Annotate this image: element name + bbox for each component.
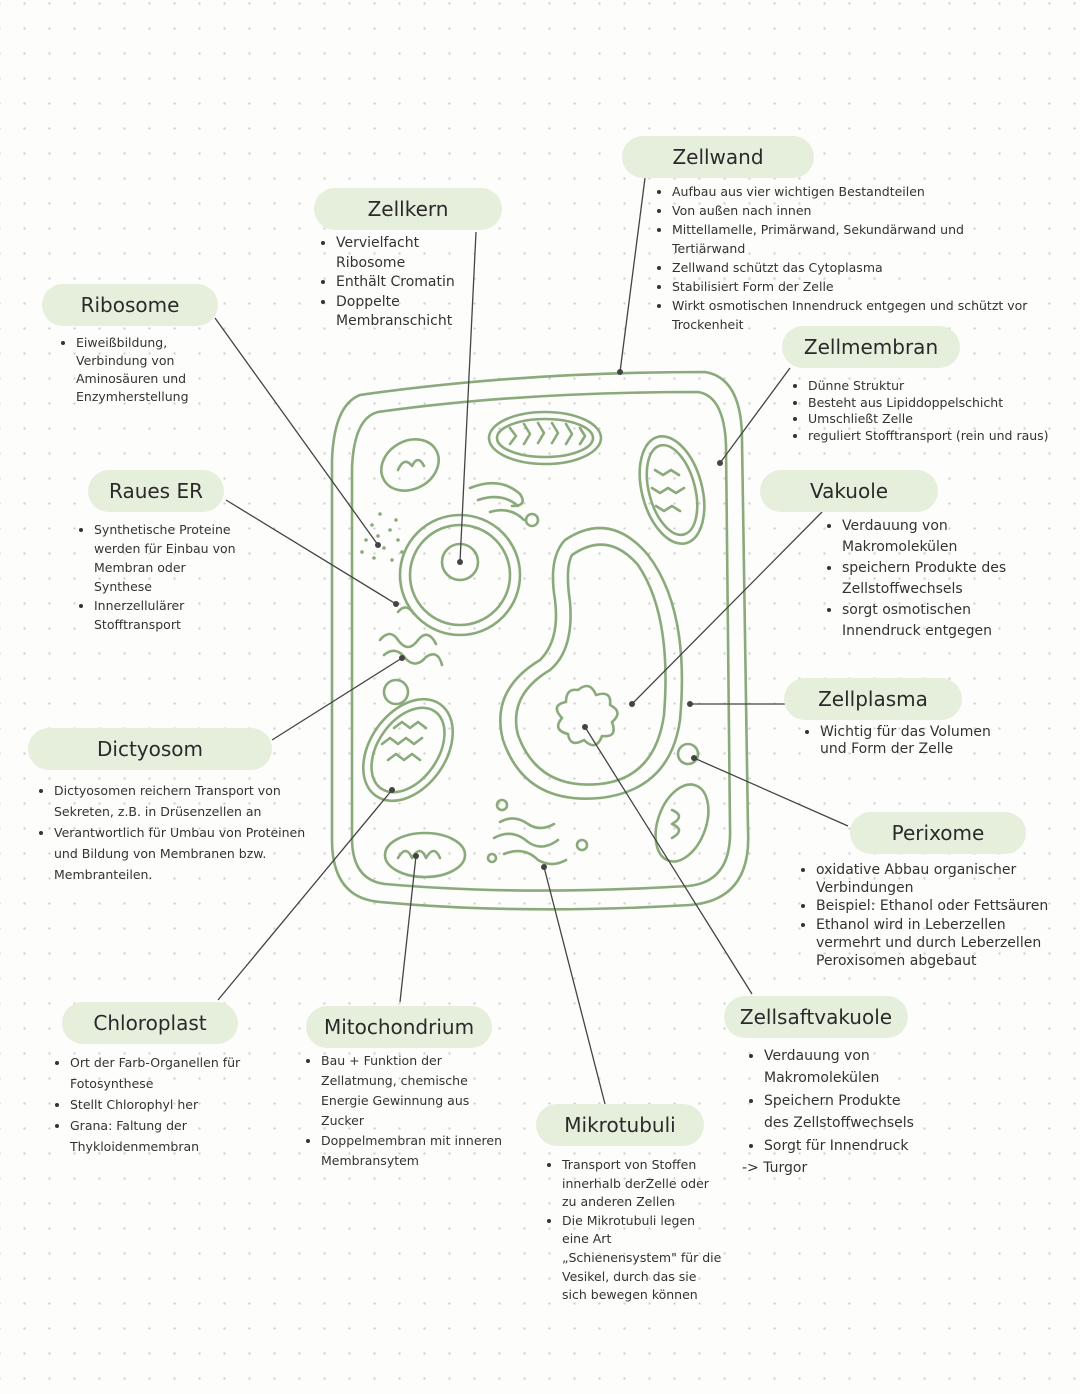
desc-item: Enthält Cromatin: [336, 273, 478, 293]
label-chloroplast: Chloroplast: [62, 1002, 238, 1044]
desc-item: reguliert Stofftransport (rein und raus): [808, 428, 1070, 445]
desc-item: Stabilisiert Form der Zelle: [672, 277, 1039, 296]
turgor-note: -> Turgor: [742, 1160, 808, 1177]
label-zellplasma: Zellplasma: [784, 678, 962, 720]
desc-item: Dictyosomen reichern Transport von Sekre…: [54, 780, 316, 822]
desc-item: Verantwortlich für Umbau von Proteinen u…: [54, 822, 316, 885]
desc-chloroplast: Ort der Farb-Organellen für Fotosynthese…: [52, 1052, 242, 1157]
desc-item: Grana: Faltung der Thykloidenmembran: [70, 1115, 242, 1157]
desc-item: Bau + Funktion der Zellatmung, chemische…: [321, 1051, 513, 1131]
desc-item: Verdauung von Makromolekülen: [764, 1045, 926, 1090]
label-ribosome: Ribosome: [42, 284, 218, 326]
desc-perixome: oxidative Abbau organischer Verbindungen…: [798, 861, 1060, 970]
desc-item: Synthetische Proteine werden für Einbau …: [94, 520, 246, 596]
desc-item: Wichtig für das Volumen und Form der Zel…: [820, 724, 1002, 758]
desc-item: Doppelte Membranschicht: [336, 293, 478, 332]
desc-item: Von außen nach innen: [672, 201, 1039, 220]
desc-mitochondrium: Bau + Funktion der Zellatmung, chemische…: [303, 1051, 513, 1171]
desc-item: sorgt osmotischen Innendruck entgegen: [842, 600, 1024, 642]
desc-mikrotubuli: Transport von Stoffen innerhalb derZelle…: [544, 1156, 724, 1305]
desc-item: oxidative Abbau organischer Verbindungen: [816, 861, 1060, 897]
label-dictyosom: Dictyosom: [28, 728, 272, 770]
desc-item: speichern Produkte des Zellstoffwechsels: [842, 558, 1024, 600]
vacuole-outline: [499, 526, 684, 800]
desc-item: Wirkt osmotischen Innendruck entgegen un…: [672, 296, 1039, 334]
desc-dictyosom: Dictyosomen reichern Transport von Sekre…: [36, 780, 316, 885]
desc-item: Ort der Farb-Organellen für Fotosynthese: [70, 1052, 242, 1094]
label-zellmembran: Zellmembran: [782, 326, 960, 368]
cell-membrane-outline: [350, 390, 732, 892]
desc-item: Umschließt Zelle: [808, 411, 1070, 428]
desc-item: Verdauung von Makromolekülen: [842, 516, 1024, 558]
label-zellkern: Zellkern: [314, 188, 502, 230]
desc-zellmembran: Dünne Struktur Besteht aus Lipiddoppelsc…: [790, 378, 1070, 444]
desc-item: Aufbau aus vier wichtigen Bestandteilen: [672, 182, 1039, 201]
label-zellsaftvakuole: Zellsaftvakuole: [724, 996, 908, 1038]
desc-item: Zellwand schützt das Cytoplasma: [672, 258, 1039, 277]
label-perixome: Perixome: [850, 812, 1026, 854]
label-mitochondrium: Mitochondrium: [306, 1006, 492, 1048]
desc-item: Mittellamelle, Primärwand, Sekundärwand …: [672, 220, 1039, 258]
desc-item: Beispiel: Ethanol oder Fettsäuren: [816, 897, 1060, 915]
desc-raues-er: Synthetische Proteine werden für Einbau …: [76, 520, 246, 634]
vacuole-star: [555, 684, 619, 747]
desc-item: Stellt Chlorophyl her: [70, 1094, 242, 1115]
desc-item: Dünne Struktur: [808, 378, 1070, 395]
desc-item: Speichern Produkte des Zellstoffwechsels: [764, 1090, 926, 1135]
label-mikrotubuli: Mikrotubuli: [536, 1104, 704, 1146]
desc-zellplasma: Wichtig für das Volumen und Form der Zel…: [802, 724, 1002, 758]
desc-item: Vervielfacht Ribosome: [336, 234, 478, 273]
desc-item: Sorgt für Innendruck: [764, 1135, 926, 1157]
desc-item: Eiweißbildung, Verbindung von Aminosäure…: [76, 334, 208, 406]
label-zellwand: Zellwand: [622, 136, 814, 178]
label-vakuole: Vakuole: [760, 470, 938, 512]
desc-zellsaftvakuole: Verdauung von Makromolekülen Speichern P…: [742, 1045, 926, 1179]
desc-item: Doppelmembran mit inneren Membransytem: [321, 1131, 513, 1171]
desc-item: Ethanol wird in Leberzellen vermehrt und…: [816, 916, 1060, 971]
desc-vakuole: Verdauung von Makromolekülen speichern P…: [824, 516, 1024, 642]
desc-zellkern: Vervielfacht Ribosome Enthält Cromatin D…: [318, 234, 478, 332]
desc-ribosome: Eiweißbildung, Verbindung von Aminosäure…: [58, 334, 208, 406]
desc-item: Besteht aus Lipiddoppelschicht: [808, 395, 1070, 412]
desc-item: Transport von Stoffen innerhalb derZelle…: [562, 1156, 724, 1212]
label-raues-er: Raues ER: [88, 470, 224, 512]
desc-zellwand: Aufbau aus vier wichtigen Bestandteilen …: [654, 182, 1039, 334]
desc-item: Die Mikrotubuli legen eine Art „Schienen…: [562, 1212, 724, 1305]
desc-item: Innerzellulärer Stofftransport: [94, 596, 246, 634]
